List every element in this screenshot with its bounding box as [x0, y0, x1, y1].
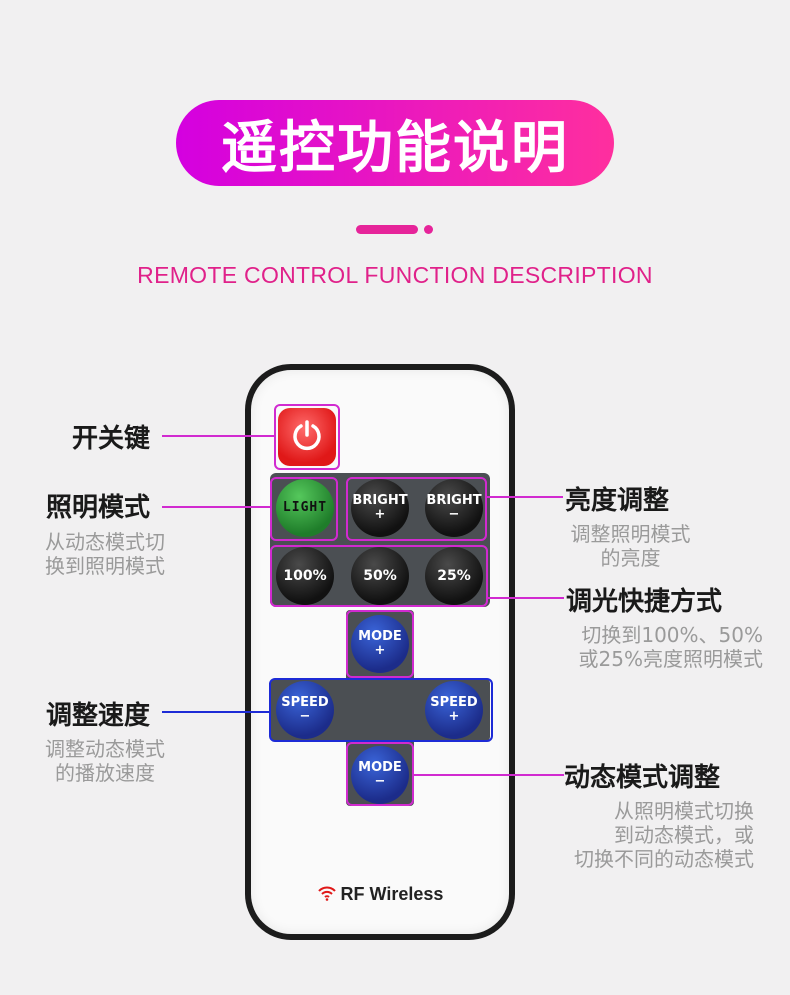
- power-button[interactable]: [278, 408, 336, 466]
- title-banner: 遥控功能说明: [176, 100, 614, 186]
- speed-down-label: SPEED: [281, 695, 329, 711]
- speed-label: 调整速度: [46, 701, 151, 731]
- quick-dim-desc: 切换到100%、50% 或25%亮度照明模式: [578, 623, 763, 671]
- mode-down-highlight: [346, 742, 414, 806]
- light-mode-leader-line: [162, 506, 270, 508]
- light-button-label: LIGHT: [282, 500, 328, 516]
- bright-up-button[interactable]: BRIGHT +: [351, 479, 409, 537]
- dynamic-mode-label: 动态模式调整: [564, 763, 721, 793]
- divider-dot: [424, 225, 433, 234]
- bright-up-label: BRIGHT: [352, 493, 408, 509]
- pct100-label: 100%: [283, 567, 327, 584]
- brightness-highlight: [346, 477, 487, 541]
- wifi-icon: [317, 885, 337, 906]
- pct50-button[interactable]: 50%: [351, 547, 409, 605]
- speed-up-button[interactable]: SPEED +: [425, 681, 483, 739]
- mode-down-label: MODE: [358, 760, 402, 776]
- dynamic-mode-desc: 从照明模式切换 到动态模式，或 切换不同的动态模式: [574, 799, 754, 871]
- quick-dim-leader-line: [488, 597, 564, 599]
- pct50-label: 50%: [363, 567, 397, 584]
- power-label: 开关键: [72, 424, 151, 454]
- mode-down-sign: −: [374, 774, 386, 789]
- speed-desc: 调整动态模式 的播放速度: [45, 737, 165, 785]
- pct25-button[interactable]: 25%: [425, 547, 483, 605]
- light-highlight: [270, 477, 338, 541]
- bright-down-label: BRIGHT: [426, 493, 482, 509]
- brightness-desc: 调整照明模式 的亮度: [570, 522, 691, 570]
- mode-up-button[interactable]: MODE +: [351, 615, 409, 673]
- bright-up-sign: +: [374, 507, 386, 522]
- quick-dim-highlight: [270, 545, 488, 607]
- divider-dash: [356, 225, 418, 234]
- page-title: 遥控功能说明: [221, 115, 569, 181]
- rf-wireless-text: RF Wireless: [340, 884, 444, 904]
- light-button[interactable]: LIGHT: [276, 479, 334, 537]
- speed-up-sign: +: [448, 709, 460, 724]
- mode-up-label: MODE: [358, 629, 402, 645]
- power-leader-line: [162, 435, 274, 437]
- power-icon: [290, 418, 324, 456]
- pct100-button[interactable]: 100%: [276, 547, 334, 605]
- brightness-leader-line: [487, 496, 563, 498]
- speed-down-sign: −: [299, 709, 311, 724]
- pct25-label: 25%: [437, 567, 471, 584]
- power-highlight: [274, 404, 340, 470]
- light-mode-label: 照明模式: [46, 493, 151, 523]
- brightness-label: 亮度调整: [565, 486, 670, 516]
- mode-up-highlight: [346, 610, 414, 678]
- mode-down-button[interactable]: MODE −: [351, 746, 409, 804]
- page-subtitle: REMOTE CONTROL FUNCTION DESCRIPTION: [137, 262, 653, 288]
- speed-down-button[interactable]: SPEED −: [276, 681, 334, 739]
- rf-wireless-label: RF Wireless: [245, 884, 515, 906]
- quick-dim-label: 调光快捷方式: [566, 587, 723, 617]
- bright-down-sign: −: [448, 507, 460, 522]
- light-mode-desc: 从动态模式切 换到照明模式: [45, 530, 165, 578]
- dynamic-mode-leader-line: [414, 774, 564, 776]
- speed-leader-line: [162, 711, 269, 713]
- speed-up-label: SPEED: [430, 695, 478, 711]
- speed-highlight: [269, 678, 493, 742]
- mode-up-sign: +: [374, 643, 386, 658]
- bright-down-button[interactable]: BRIGHT −: [425, 479, 483, 537]
